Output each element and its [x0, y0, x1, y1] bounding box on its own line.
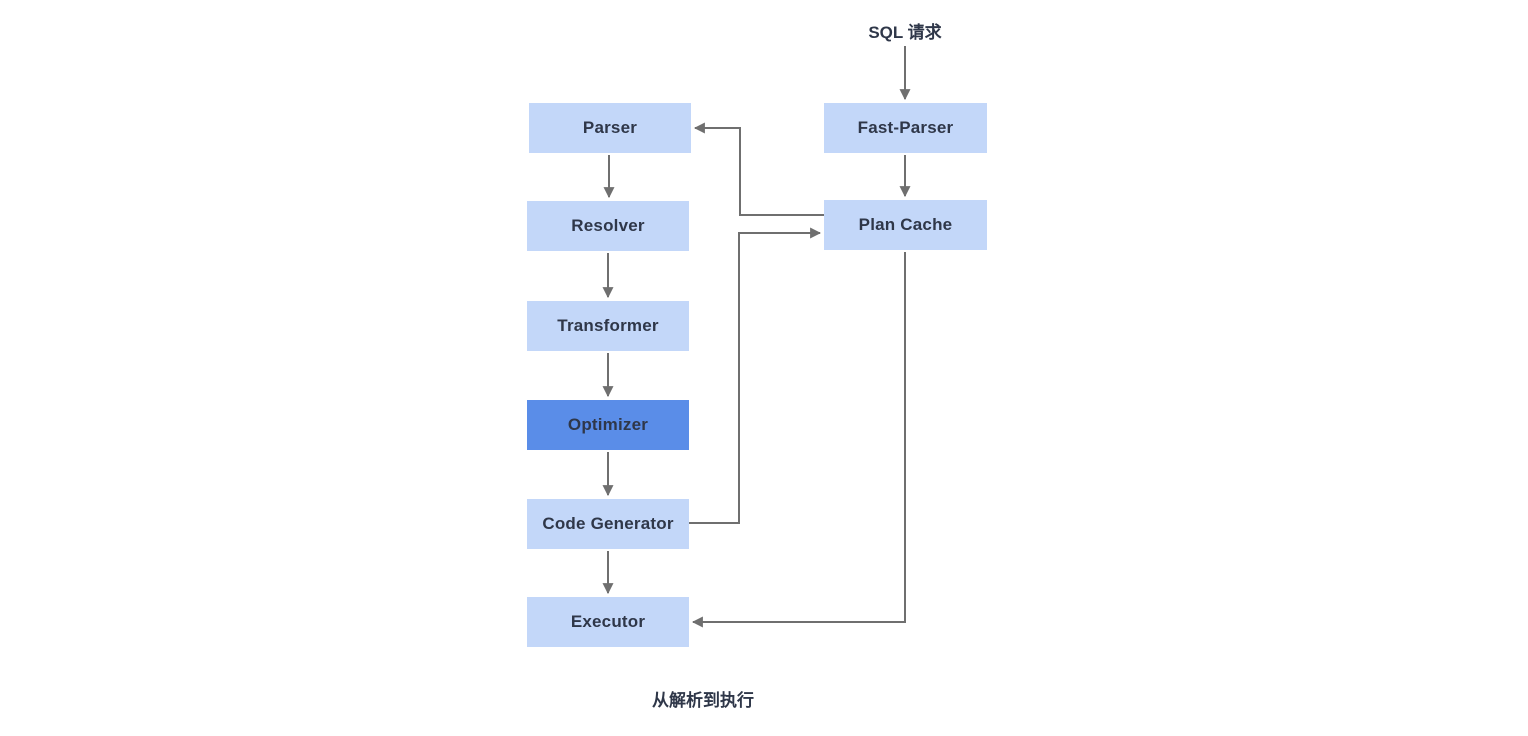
node-executor: Executor: [527, 597, 689, 647]
node-transformer: Transformer: [527, 301, 689, 351]
edge-plan-cache-to-parser: [693, 122, 824, 216]
node-transformer-label: Transformer: [557, 316, 659, 335]
node-fast-parser-label: Fast-Parser: [857, 118, 954, 137]
node-plan-cache-label: Plan Cache: [858, 215, 953, 234]
node-resolver-label: Resolver: [571, 216, 645, 235]
node-resolver: Resolver: [527, 201, 689, 251]
node-optimizer-label: Optimizer: [567, 415, 649, 434]
node-parser: Parser: [529, 103, 691, 153]
node-fast-parser: Fast-Parser: [824, 103, 987, 153]
node-plan-cache: Plan Cache: [824, 200, 987, 250]
node-executor-label: Executor: [570, 612, 646, 631]
node-code-generator-label: Code Generator: [542, 514, 674, 533]
edge-plan-cache-to-executor: [691, 252, 906, 628]
sql-request-label: SQL 请求: [868, 23, 942, 42]
node-optimizer: Optimizer: [527, 400, 689, 450]
node-parser-label: Parser: [582, 118, 638, 137]
diagram-caption: 从解析到执行: [652, 691, 754, 710]
edge-code-generator-to-plan-cache: [689, 227, 822, 524]
node-code-generator: Code Generator: [527, 499, 689, 549]
